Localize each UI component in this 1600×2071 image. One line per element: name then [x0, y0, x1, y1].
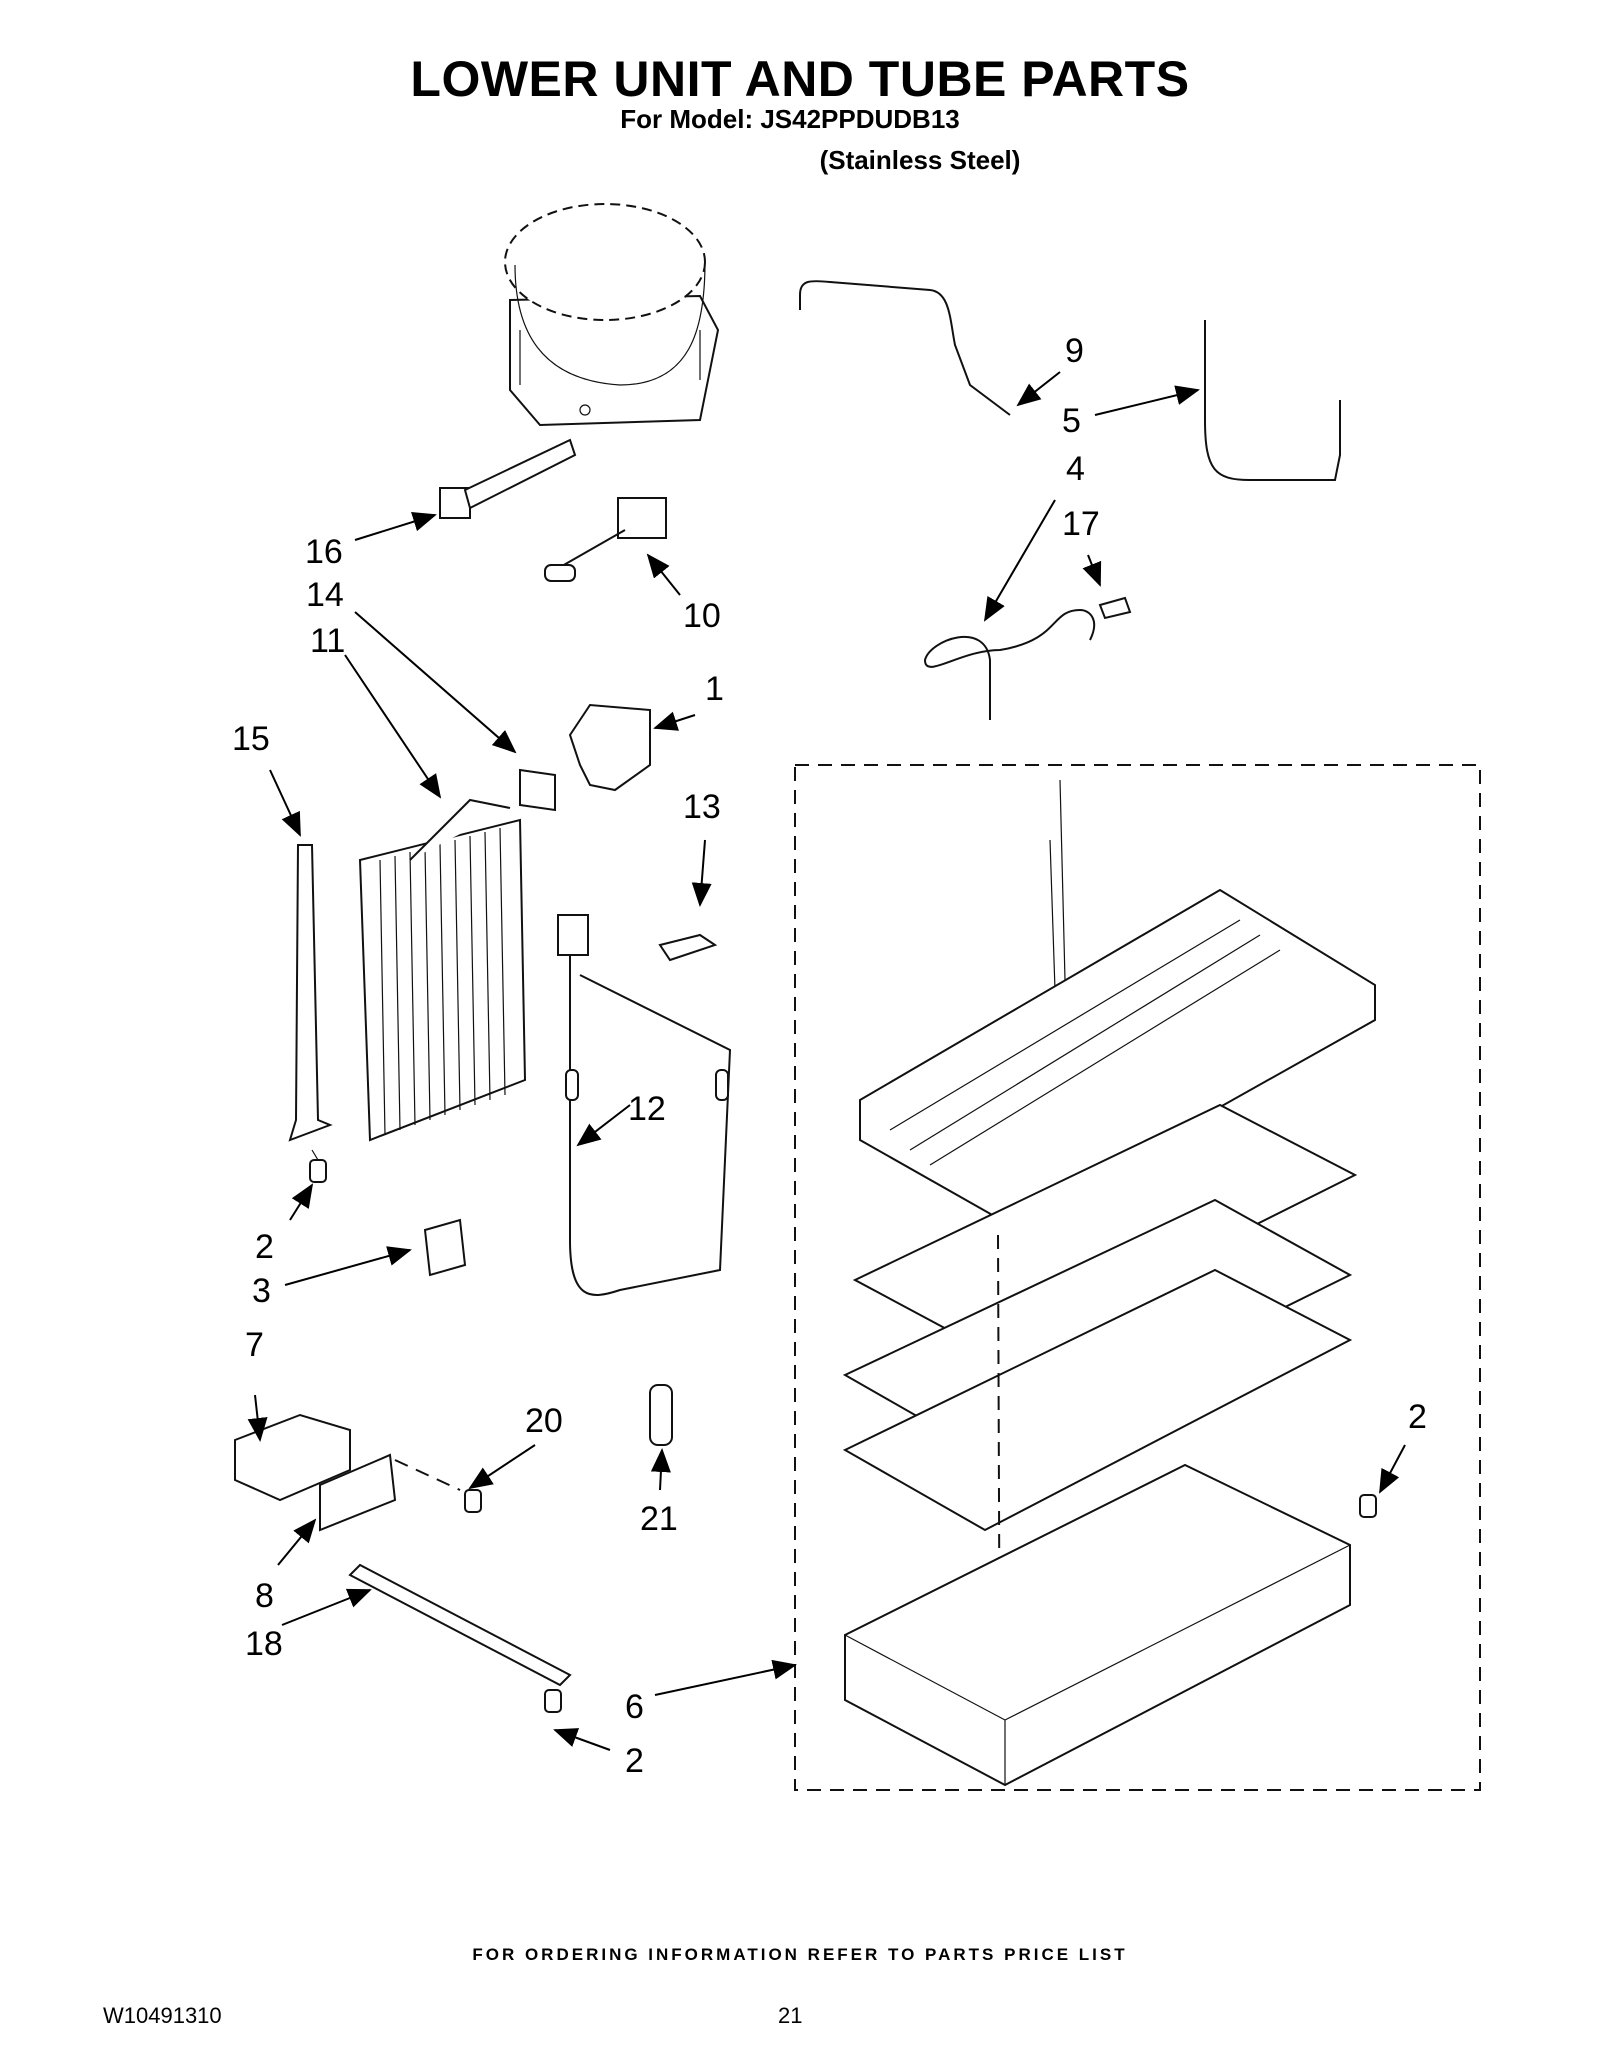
bracket-15-part [288, 844, 333, 1142]
bracket-1-part [568, 703, 651, 792]
tube-4-part [923, 608, 1096, 720]
compressor-part [504, 203, 720, 427]
bracket-3-part [423, 1218, 467, 1277]
document-number: W10491310 [103, 2003, 222, 2028]
callout-10: 10 [683, 597, 721, 635]
tie-strap-part [439, 438, 577, 519]
callout-2b: 2 [625, 1742, 644, 1780]
callout-11: 11 [310, 622, 345, 660]
tube-9-part [799, 280, 1011, 416]
callout-1: 1 [705, 670, 724, 708]
retainer-18-part [348, 1563, 572, 1687]
spacer-21-part [649, 1384, 673, 1446]
callout-2a: 2 [255, 1228, 274, 1266]
wire-harness-10-part [544, 497, 667, 582]
callout-3: 3 [252, 1272, 271, 1310]
callout-9: 9 [1065, 332, 1084, 370]
callout-6: 6 [625, 1688, 644, 1726]
screw-2c-part [544, 1689, 562, 1713]
callout-8: 8 [255, 1577, 274, 1615]
leader-lines [247, 371, 1406, 1751]
callout-21: 21 [640, 1500, 678, 1538]
screw-2d-part [1359, 1494, 1377, 1518]
callout-15: 15 [232, 720, 270, 758]
plate-14-part [519, 768, 556, 812]
screw-2a-part [309, 1149, 327, 1183]
model-line: For Model: JS42PPDUDB13 [620, 104, 960, 134]
callout-18: 18 [245, 1625, 283, 1663]
connector-13-part [658, 933, 718, 962]
ordering-note: FOR ORDERING INFORMATION REFER TO PARTS … [472, 1945, 1128, 1964]
page-number: 21 [778, 2003, 803, 2028]
harness-12-part [557, 914, 732, 1296]
callout-12: 12 [628, 1090, 666, 1128]
variant-line: (Stainless Steel) [819, 145, 1021, 175]
tube-5-part [1204, 320, 1341, 481]
clip-17-part [1098, 596, 1132, 620]
callout-5: 5 [1062, 402, 1081, 440]
callout-16: 16 [305, 533, 343, 571]
exploded-parts-diagram: 1 2 2 2 3 4 5 6 7 8 9 10 11 12 13 14 15 … [232, 203, 1481, 1791]
callout-14: 14 [306, 576, 344, 614]
evaporator-11-part [358, 798, 527, 1142]
callout-13: 13 [683, 788, 721, 826]
callout-labels: 1 2 2 2 3 4 5 6 7 8 9 10 11 12 13 14 15 … [232, 332, 1427, 1780]
callout-20: 20 [525, 1402, 563, 1440]
callout-17: 17 [1062, 505, 1100, 543]
drain-pan-assembly-6-part [842, 779, 1376, 1787]
callout-7: 7 [245, 1326, 264, 1364]
callout-4: 4 [1066, 450, 1085, 488]
page-title: LOWER UNIT AND TUBE PARTS [410, 51, 1190, 107]
callout-2c: 2 [1408, 1398, 1427, 1436]
screw-2b-part [464, 1489, 482, 1513]
drain-pan-assembly-6-frame [794, 764, 1481, 1791]
plate-8-part [319, 1453, 397, 1532]
